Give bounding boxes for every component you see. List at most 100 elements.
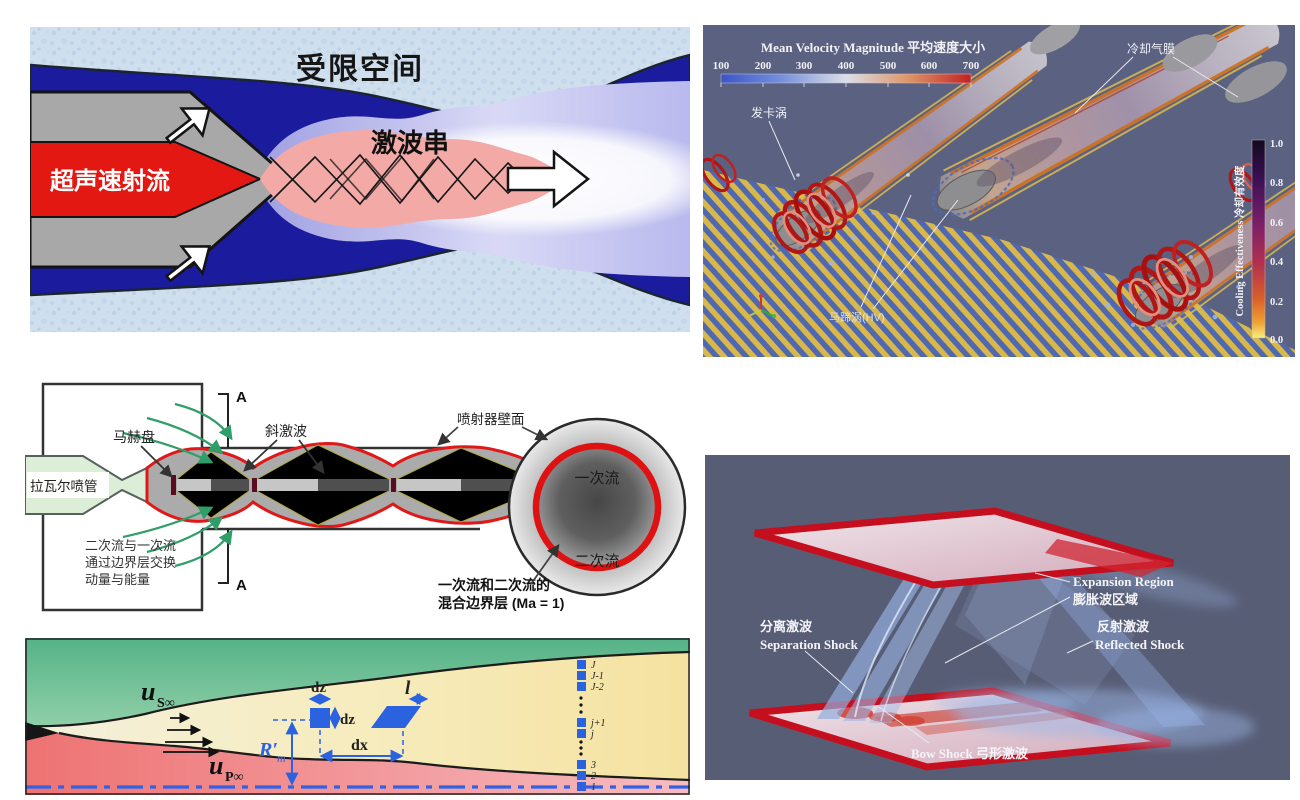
outflow-arrow — [506, 149, 591, 209]
film-hole — [936, 169, 996, 211]
mach-disk-label: 马赫盘 — [113, 429, 155, 445]
velocity-profile-arrows — [163, 712, 220, 758]
tick-label: 400 — [838, 60, 855, 72]
dz-side-label: dz — [340, 712, 355, 728]
shock-train-plume — [260, 130, 564, 228]
tick-label: 0.2 — [1270, 297, 1283, 308]
bow-shock-label: Bow Shock 弓形激波 — [911, 746, 1029, 761]
splitter-tip — [25, 722, 59, 741]
laval-nozzle-label: 拉瓦尔喷管 — [30, 479, 98, 494]
sbli-labels: 分离激波 Separation Shock Expansion Region 膨… — [760, 574, 1185, 761]
hairpin-vortex-clusters — [703, 153, 1266, 327]
rm-label: R′ — [258, 739, 278, 761]
grid-index: 1 — [591, 782, 596, 793]
dx-label: dx — [351, 737, 368, 754]
downstream-film — [1162, 34, 1218, 72]
effectiveness-colorbar-title: Cooling Effectiveness 冷却有效度 — [1233, 165, 1246, 317]
panel-ejector-schematic: A A 拉瓦尔喷管 — [25, 378, 695, 625]
tick-label: 100 — [713, 60, 730, 72]
leader-lines — [804, 572, 1094, 744]
primary-flow-core — [539, 449, 655, 565]
section-label-bottom: A — [236, 577, 247, 594]
u-secondary-subscript: S∞ — [157, 696, 175, 711]
tick-label: 200 — [755, 60, 772, 72]
section-label-top: A — [236, 389, 247, 406]
downstream-film — [1225, 61, 1287, 103]
tick-label: 0.4 — [1270, 257, 1284, 268]
secondary-flow-arrows — [122, 402, 233, 568]
grid-index: J-2 — [591, 682, 604, 693]
sheared-cell-parallelogram — [371, 706, 421, 728]
mixing-layer-note-line2: 混合边界层 (Ma = 1) — [438, 595, 564, 611]
grid-index: 2 — [591, 771, 596, 782]
velocity-colorbar-tickmarks — [720, 83, 972, 87]
separation-shock-label-cn: 分离激波 — [760, 619, 813, 634]
oblique-shock-pointer — [298, 439, 325, 475]
secondary-stream-region — [25, 638, 690, 727]
ejector-wall-label: 喷射器壁面 — [457, 412, 525, 427]
turbulence-speckles — [748, 173, 1240, 327]
downstream-film — [1030, 25, 1080, 55]
grid-index: J-1 — [591, 671, 604, 682]
mixing-layer-model: u S∞ u P∞ R′ m dz dz dx l — [25, 638, 690, 795]
axes-triad-icon — [748, 294, 776, 318]
hairpin-vortex-label: 发卡涡 — [751, 105, 787, 120]
oblique-shock-label: 斜激波 — [265, 423, 307, 439]
panel-confined-jet: 受限空间 激波串 超声速射流 — [30, 27, 690, 332]
reflected-shock-label-cn: 反射激波 — [1097, 619, 1150, 634]
grid-index: j — [589, 729, 594, 740]
reflected-shock-sheet — [1003, 535, 1205, 727]
supersonic-jet-core — [30, 141, 263, 218]
exchange-note-line2: 通过边界层交换 — [85, 555, 176, 570]
shock-train-label: 激波串 — [371, 128, 449, 158]
tick-label: 700 — [963, 60, 980, 72]
mixing-layer-note-line1: 一次流和二次流的 — [438, 577, 550, 593]
dz-top-label: dz — [311, 680, 326, 696]
velocity-colorbar — [720, 73, 972, 84]
nozzle-label-box — [27, 472, 109, 498]
mixing-layer-region — [25, 652, 690, 780]
tick-label: 0.8 — [1270, 178, 1283, 189]
sbli-cfd: 分离激波 Separation Shock Expansion Region 膨… — [705, 455, 1290, 780]
tick-label: 0.0 — [1270, 335, 1283, 346]
exchange-note-line1: 二次流与一次流 — [85, 538, 176, 553]
u-primary-subscript: P∞ — [225, 770, 244, 785]
exchange-note: 二次流与一次流 通过边界层交换 动量与能量 — [85, 538, 176, 587]
expansion-region-label-cn: 膨胀波区域 — [1072, 592, 1138, 607]
panel-film-cooling: Mean Velocity Magnitude 平均速度大小 100 200 3… — [703, 25, 1295, 357]
grid-index-labels: J J-1 J-2 j+1 j 3 2 1 — [589, 660, 606, 793]
flow-arrows — [164, 107, 591, 283]
u-secondary-label: u — [141, 677, 155, 706]
panel-sbli: 分离激波 Separation Shock Expansion Region 膨… — [705, 455, 1290, 780]
mixing-boundary-ring — [532, 442, 662, 572]
oblique-shock-pointer — [243, 439, 278, 472]
grid-column-dots — [579, 696, 583, 756]
wall-pointer-right — [521, 426, 549, 441]
reflected-shock-label-en: Reflected Shock — [1095, 637, 1185, 652]
mach-disk-pointer — [140, 445, 173, 478]
confined-space-label: 受限空间 — [296, 53, 424, 86]
film-cooling-cfd: Mean Velocity Magnitude 平均速度大小 100 200 3… — [703, 25, 1295, 357]
tick-label: 0.6 — [1270, 218, 1283, 229]
tick-label: 300 — [796, 60, 813, 72]
mixing-layer-pointer — [530, 543, 560, 585]
ejector-schematic: A A 拉瓦尔喷管 — [25, 378, 695, 625]
top-plate-heating-streak — [1045, 539, 1173, 577]
wall-pointer-left — [437, 426, 459, 446]
separation-shock-label-en: Separation Shock — [760, 637, 859, 652]
grid-index: J — [591, 660, 596, 671]
rm-subscript: m — [277, 751, 286, 765]
u-primary-label: u — [209, 751, 223, 780]
leader-lines — [768, 56, 1239, 310]
confined-jet-schematic: 受限空间 激波串 超声速射流 — [30, 27, 690, 332]
mixing-layer-note: 一次流和二次流的 混合边界层 (Ma = 1) — [438, 577, 564, 611]
turbulent-clouds — [935, 552, 1255, 747]
secondary-flow-arrow-bottom — [164, 245, 212, 283]
l-label: l — [405, 678, 411, 699]
velocity-colorbar-title: Mean Velocity Magnitude 平均速度大小 — [761, 40, 985, 55]
exchange-note-line3: 动量与能量 — [85, 572, 150, 587]
expansion-region-label-en: Expansion Region — [1073, 574, 1175, 589]
grid-column-squares — [577, 660, 586, 791]
grid-cell-square — [310, 708, 330, 728]
panel-border — [25, 638, 690, 795]
